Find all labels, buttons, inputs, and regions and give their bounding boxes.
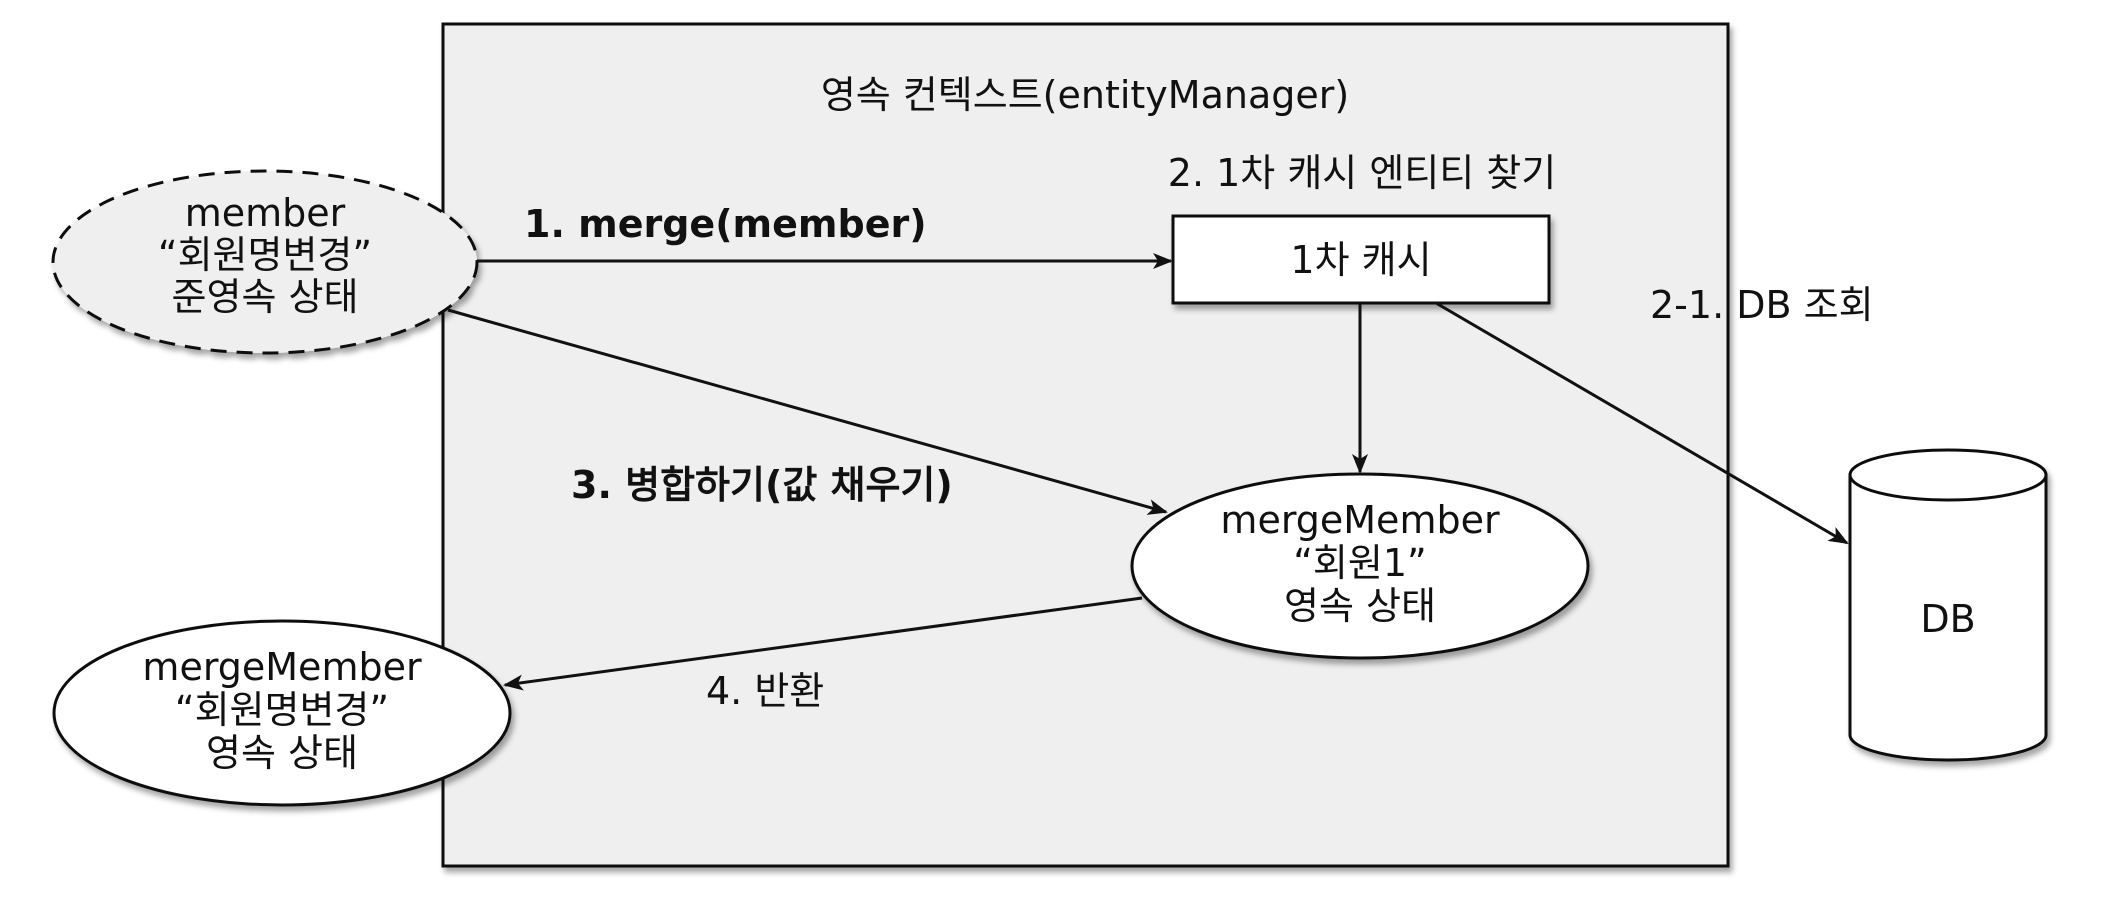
returned-member-value: “회원명변경”: [175, 688, 389, 732]
cache-lookup-caption: 2. 1차 캐시 엔티티 찾기: [1168, 151, 1556, 195]
merged-member-ellipse: [1130, 472, 1590, 660]
returned-member-state: 영속 상태: [206, 731, 358, 775]
returned-member-ellipse: [52, 619, 512, 807]
merged-member-name: mergeMember: [1220, 498, 1500, 542]
persistence-context-box: [441, 22, 1730, 868]
first-level-cache-box: [1171, 214, 1551, 305]
detached-member-value: “회원명변경”: [158, 233, 372, 277]
merge-values-label: 3. 병합하기(값 채우기): [571, 463, 953, 507]
merge-values-arrow: [447, 308, 1168, 515]
return-arrow: [503, 596, 1143, 691]
merged-member-value: “회원1”: [1293, 541, 1426, 585]
persistence-context-title: 영속 컨텍스트(entityManager): [821, 73, 1349, 117]
detached-member-state: 준영속 상태: [172, 275, 359, 319]
database-cylinder: [1848, 448, 2048, 762]
merged-member-state: 영속 상태: [1284, 584, 1436, 628]
db-query-label: 2-1. DB 조회: [1650, 283, 1874, 327]
db-query-arrow: [1435, 301, 1849, 545]
return-label: 4. 반환: [706, 669, 824, 713]
merge-call-label: 1. merge(member): [524, 202, 927, 246]
detached-member-name: member: [185, 191, 346, 235]
first-level-cache-label: 1차 캐시: [1290, 238, 1431, 282]
database-label: DB: [1920, 597, 1975, 641]
returned-member-name: mergeMember: [142, 645, 422, 689]
